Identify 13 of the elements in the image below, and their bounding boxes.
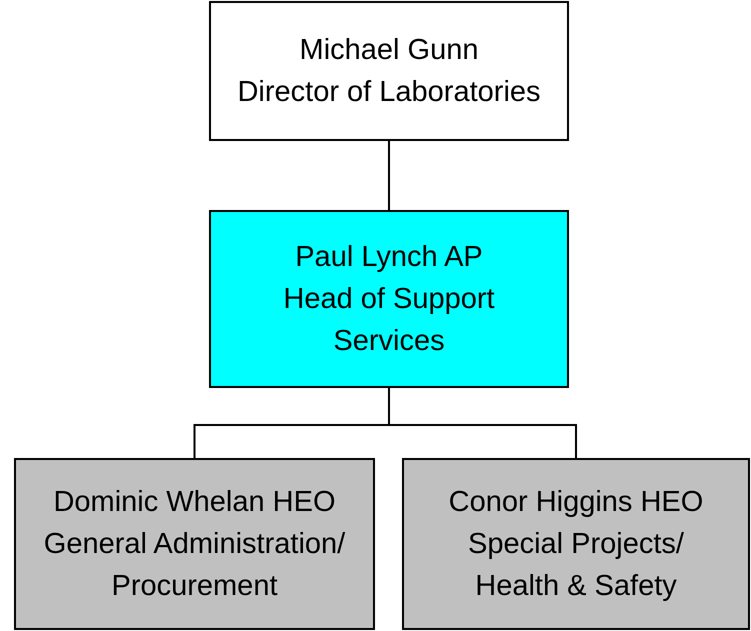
person-name: Conor Higgins HEO (448, 485, 704, 520)
person-name: Dominic Whelan HEO (52, 485, 337, 520)
connector-line (388, 141, 390, 210)
job-title: Director of Laboratories (236, 75, 542, 110)
job-title: Head of Support Services (282, 282, 496, 359)
person-name: Michael Gunn (298, 33, 480, 68)
org-box (14, 458, 375, 630)
job-title: General Administration/ Procurement (42, 527, 346, 604)
org-box (402, 458, 750, 630)
job-title: Special Projects/ Health & Safety (467, 527, 685, 604)
org-box (209, 1, 569, 141)
org-box (209, 210, 569, 388)
person-name: Paul Lynch AP (294, 240, 484, 275)
